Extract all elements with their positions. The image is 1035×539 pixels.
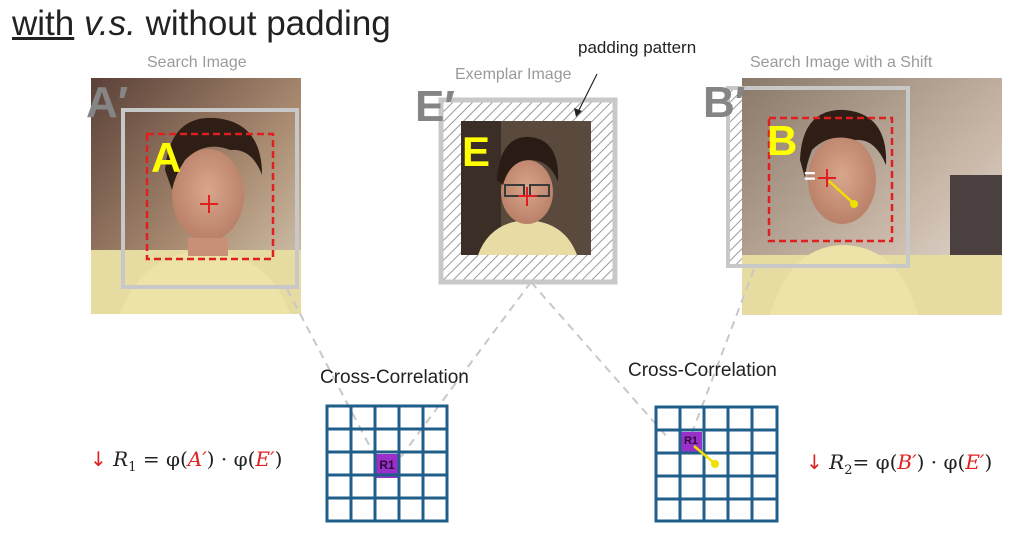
caption-exemplar-image: Exemplar Image <box>455 66 572 83</box>
formula-left: ↓ R1 = φ(A′) · φ(E′) <box>90 447 283 475</box>
padding-pointer-line <box>577 73 598 113</box>
caption-padding-pattern: padding pattern <box>578 38 697 57</box>
search-region-box <box>121 108 299 289</box>
label-e-prime: E′ <box>415 82 455 131</box>
right-grid-shift-vector <box>693 445 714 463</box>
padding-pointer-arrowhead <box>574 108 582 117</box>
caption-search-shift: Search Image with a Shift <box>750 54 933 71</box>
label-b: B <box>767 117 798 164</box>
right-response-grid <box>654 405 779 523</box>
center-cross-exemplar <box>518 187 537 206</box>
cross-correlation-right: Cross-Correlation <box>628 360 777 381</box>
caption-search-image: Search Image <box>147 54 247 71</box>
shift-target-region-box <box>767 116 894 243</box>
shift-vector <box>828 180 853 203</box>
label-a: A <box>151 134 182 181</box>
cross-correlation-left: Cross-Correlation <box>320 367 469 388</box>
label-e: E <box>462 128 491 175</box>
right-grid-cell-label: R1 <box>683 435 699 447</box>
shift-padding-strip <box>726 88 744 266</box>
shift-equal-mark: = <box>804 166 816 188</box>
slide-title: with v.s. without padding <box>12 4 391 43</box>
right-grid-shift-end <box>711 460 719 468</box>
search-shift-image-photo <box>742 78 1002 315</box>
search-image-photo <box>91 78 301 314</box>
formula-right: ↓ R2= φ(B′) · φ(E′) <box>806 450 993 478</box>
left-grid-cell-label: R1 <box>379 458 395 472</box>
center-cross-left <box>200 195 218 213</box>
left-response-grid <box>325 404 449 523</box>
target-region-box <box>145 132 275 261</box>
shift-search-region-box <box>726 86 910 268</box>
label-a-prime: A′ <box>86 78 129 127</box>
center-cross-shift <box>818 169 836 187</box>
shift-vector-end <box>850 200 858 208</box>
label-b-prime: B′ <box>703 78 746 127</box>
